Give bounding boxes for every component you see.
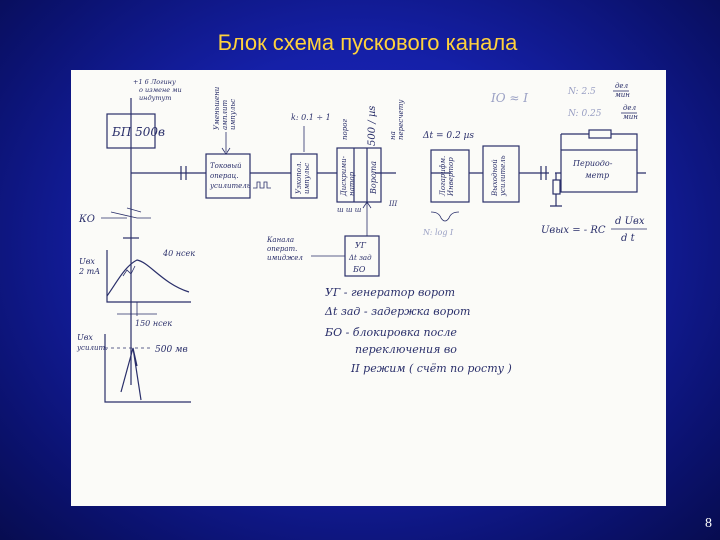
svg-text:операц.: операц. (210, 172, 239, 180)
svg-text:натор: натор (348, 171, 356, 196)
capacitor-symbols (180, 166, 547, 180)
graph2-curve (120, 347, 142, 401)
svg-text:III: III (388, 200, 398, 208)
svg-text:амплит: амплит (221, 100, 229, 130)
svg-text:Логарифм.: Логарифм. (439, 156, 447, 197)
svg-text:Δt зад: Δt зад (348, 254, 372, 262)
threshold-label: порог (341, 119, 349, 140)
svg-text:Дискрими-: Дискрими- (340, 155, 348, 197)
svg-text:дел: дел (623, 104, 636, 112)
log-inverter-block (430, 149, 470, 203)
threshold-value: 500 / µs (367, 106, 378, 146)
svg-text:Инвертор: Инвертор (447, 157, 455, 197)
svg-text:Токовый: Токовый (210, 162, 242, 170)
hand-drawn-diagram-sheet: БП 500в +1 6 Логину о измене ми индутут … (71, 70, 666, 506)
svg-text:дел: дел (615, 82, 628, 90)
psu-note-2: о измене ми (139, 86, 182, 94)
dt-label: Δt = 0.2 µs (422, 131, 474, 141)
pulse-train (253, 181, 271, 189)
formula-denominator: d t (621, 233, 636, 244)
io-note: IO ≈ I (490, 91, 528, 105)
legend-line-1: УГ - генератор ворот (325, 286, 455, 299)
svg-text:импульс: импульс (229, 99, 237, 130)
legend-line-2: Δt зад - задержка ворот (324, 305, 470, 318)
discriminator-block (336, 147, 382, 203)
gate-generator-block (344, 235, 380, 277)
current-amplifier-block (205, 153, 251, 199)
svg-text:Выходной: Выходной (491, 159, 499, 197)
svg-text:на: на (389, 131, 397, 140)
graph1-curve (106, 259, 190, 297)
shunt-resistor (552, 179, 561, 195)
formula-lhs: Uвых = - RC (541, 225, 606, 236)
n-reading-2: N: 0.25 (567, 109, 602, 119)
periodometer-block (560, 149, 638, 193)
ko-switch (101, 207, 151, 219)
graph1-ylabel-2: 2 mA (78, 267, 100, 276)
legend-line-4: переключения во (355, 343, 457, 356)
psu-note-3: индутут (139, 94, 171, 102)
graph1-ylabel-1: Uвх (79, 257, 95, 266)
n-reading-1: N: 2.5 (567, 87, 596, 97)
svg-text:имиджел: имиджел (267, 254, 303, 262)
svg-text:БО: БО (352, 265, 366, 274)
graph2-ylabel-2: усилит. (76, 344, 107, 352)
ko-label: КО (78, 214, 95, 225)
svg-text:Уменьшени: Уменьшени (213, 86, 221, 130)
legend-line-5: II режим ( счёт по росту ) (350, 362, 512, 375)
k-label: k: 0.1 ÷ 1 (291, 113, 331, 122)
log-note: N: log I (422, 228, 454, 237)
graph2-ylabel-1: Uвх (77, 333, 93, 342)
svg-text:импульс: импульс (303, 163, 311, 194)
svg-text:Канала: Канала (266, 236, 294, 244)
block-diagram: БП 500в +1 6 Логину о измене ми индутут … (76, 78, 647, 403)
formula-numerator: d Uвх (615, 216, 645, 227)
graph1-peak-label: 40 нсек (162, 249, 195, 258)
psu-label: БП 500в (111, 125, 165, 139)
svg-text:метр: метр (585, 171, 609, 180)
svg-text:пересчету: пересчету (397, 99, 405, 140)
output-amplifier-block (482, 145, 520, 203)
psu-note-1: +1 6 Логину (133, 78, 176, 86)
narrow-pulse-block (290, 153, 318, 199)
amp-annotation: Уменьшени амплит импульс (213, 86, 237, 130)
svg-text:ш ш ш: ш ш ш (337, 206, 362, 214)
feedback-resistor (588, 129, 612, 139)
svg-text:усилитель: усилитель (499, 155, 507, 197)
graph2-axes (104, 334, 191, 403)
graph1-axes (106, 250, 191, 303)
svg-text:усилитель: усилитель (209, 182, 251, 190)
gate-label: Ворота (369, 161, 378, 195)
page-number: 8 (705, 516, 712, 531)
legend-line-3: БО - блокировка после (324, 326, 457, 339)
svg-text:Периодо-: Периодо- (572, 159, 613, 168)
graph2-level-label: 500 мв (155, 345, 188, 355)
svg-text:Узкопол.: Узкопол. (295, 161, 303, 194)
graph1-x-label: 150 нсек (135, 319, 172, 328)
psu-box (106, 113, 156, 149)
svg-text:мин: мин (615, 91, 630, 99)
svg-text:УГ: УГ (355, 241, 367, 250)
svg-text:операт.: операт. (267, 245, 297, 253)
svg-text:мин: мин (623, 113, 638, 121)
slide-title: Блок схема пускового канала (217, 30, 518, 55)
